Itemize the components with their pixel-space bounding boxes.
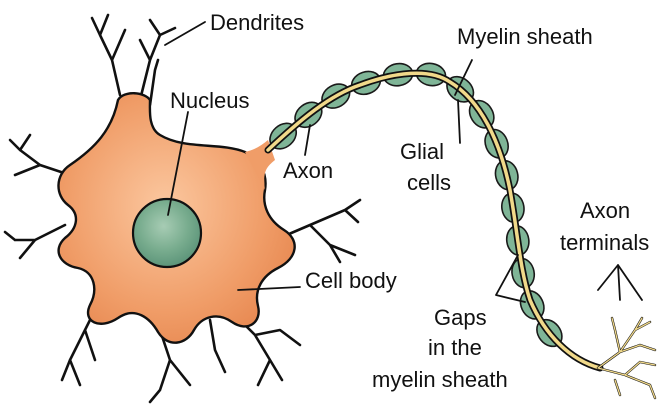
label-nucleus: Nucleus xyxy=(170,88,249,113)
axon-terminals xyxy=(598,318,655,398)
nucleus xyxy=(133,199,201,267)
label-cell-body: Cell body xyxy=(305,268,397,293)
label-gaps-line2: in the xyxy=(428,335,482,360)
label-axon-terminals-line1: Axon xyxy=(580,198,630,223)
myelin-sheath xyxy=(265,61,567,351)
label-glial-cells-line1: Glial xyxy=(400,139,444,164)
label-glial-cells-line2: cells xyxy=(407,170,451,195)
label-myelin-sheath: Myelin sheath xyxy=(457,24,593,49)
label-axon-terminals-line2: terminals xyxy=(560,230,649,255)
label-dendrites: Dendrites xyxy=(210,10,304,35)
label-axon: Axon xyxy=(283,158,333,183)
label-gaps-line3: myelin sheath xyxy=(372,367,508,392)
label-gaps-line1: Gaps xyxy=(434,305,487,330)
